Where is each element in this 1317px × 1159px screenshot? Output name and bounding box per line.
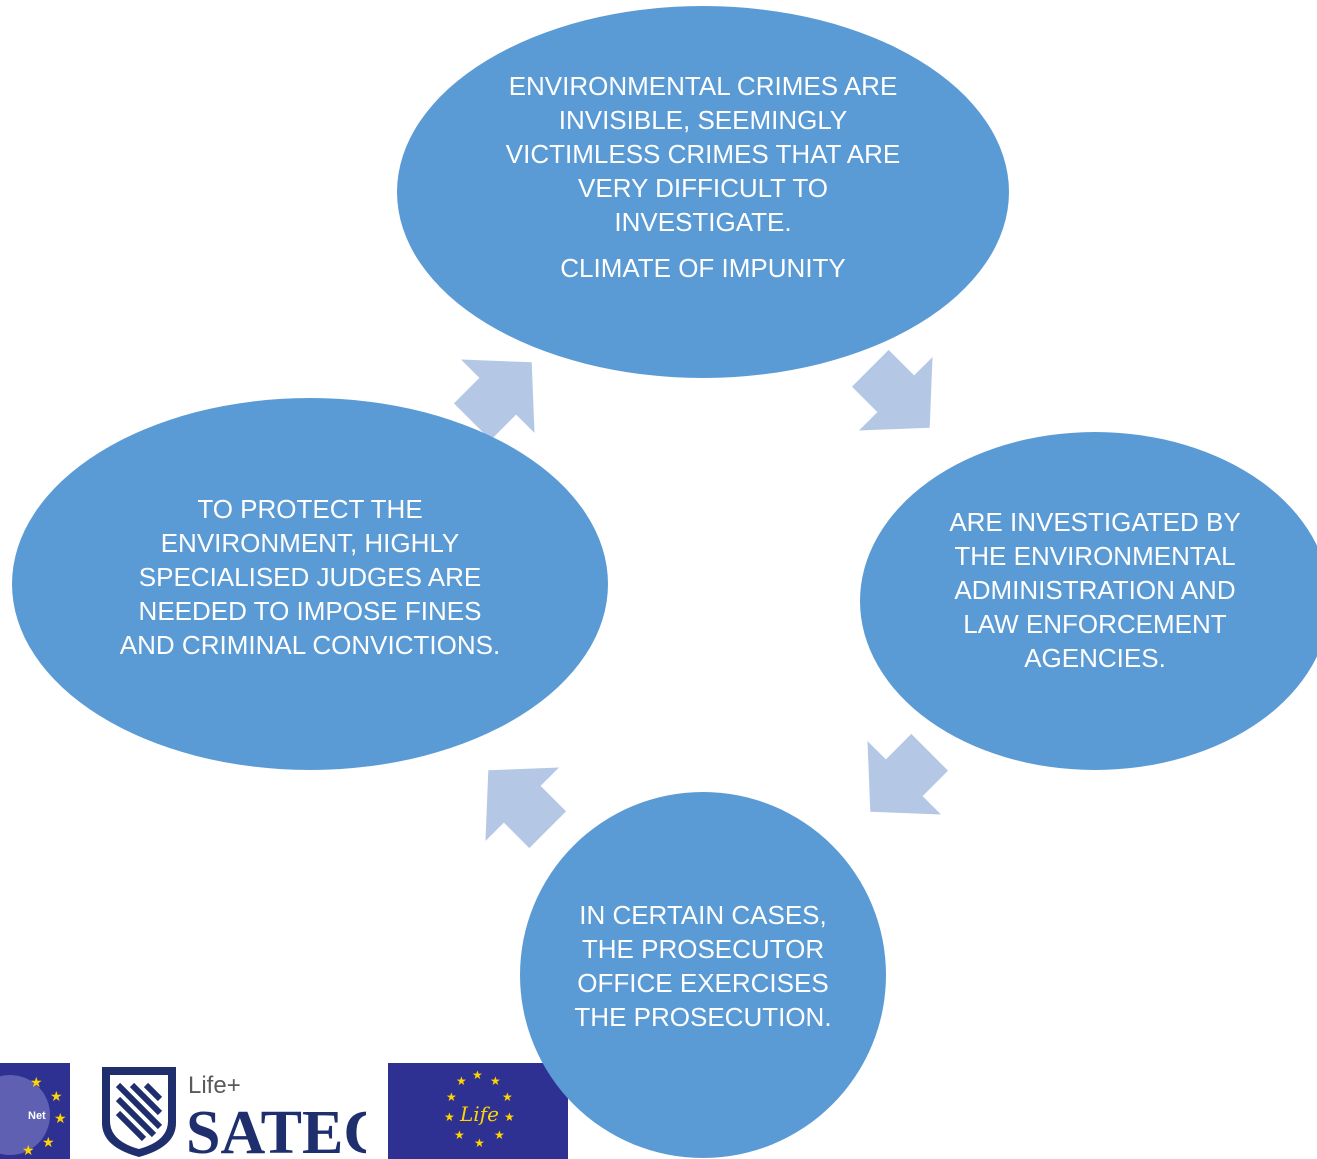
node-crimes-subtext: CLIMATE OF IMPUNITY <box>560 253 846 283</box>
svg-text:★: ★ <box>30 1075 43 1091</box>
cycle-node-investigation: ARE INVESTIGATED BY THE ENVIRONMENTAL AD… <box>860 432 1317 770</box>
svg-text:★: ★ <box>504 1110 515 1124</box>
cycle-node-crimes: ENVIRONMENTAL CRIMES ARE INVISIBLE, SEEM… <box>397 6 1009 378</box>
svg-text:★: ★ <box>446 1090 457 1104</box>
svg-text:★: ★ <box>494 1128 505 1142</box>
svg-text:★: ★ <box>42 1135 55 1151</box>
arrow-left-to-top <box>453 359 535 441</box>
svg-text:★: ★ <box>50 1089 63 1105</box>
svg-text:★: ★ <box>474 1136 485 1150</box>
satec-logo: Life+ SATEC <box>102 1067 366 1159</box>
partner-logo-partial: ★ ★ ★ ★ ★ Net <box>0 1063 70 1159</box>
svg-text:★: ★ <box>456 1074 467 1088</box>
arrow-right-to-bottom <box>867 733 949 815</box>
svg-text:★: ★ <box>502 1090 513 1104</box>
svg-text:★: ★ <box>22 1143 35 1159</box>
node-investigation-text: ARE INVESTIGATED BY THE ENVIRONMENTAL AD… <box>949 507 1241 673</box>
node-judges-text: TO PROTECT THE ENVIRONMENT, HIGHLY SPECI… <box>119 494 501 660</box>
node-prosecution-text: IN CERTAIN CASES, THE PROSECUTOR OFFICE … <box>574 900 832 1032</box>
node-crimes-text: ENVIRONMENTAL CRIMES ARE INVISIBLE, SEEM… <box>505 71 901 237</box>
svg-text:Life+: Life+ <box>188 1072 241 1099</box>
svg-text:★: ★ <box>444 1110 455 1124</box>
svg-text:★: ★ <box>454 1128 465 1142</box>
life-logo: ★ ★ ★ ★ ★ ★ ★ ★ ★ ★ Life <box>388 1063 568 1159</box>
svg-text:Life: Life <box>459 1102 499 1126</box>
svg-text:Net: Net <box>28 1110 46 1122</box>
cycle-node-judges: TO PROTECT THE ENVIRONMENT, HIGHLY SPECI… <box>12 398 608 770</box>
arrow-bottom-to-left <box>485 767 567 849</box>
svg-text:★: ★ <box>54 1111 67 1127</box>
svg-text:★: ★ <box>490 1074 501 1088</box>
arrow-top-to-right <box>851 349 933 431</box>
cycle-node-prosecution: IN CERTAIN CASES, THE PROSECUTOR OFFICE … <box>520 792 886 1158</box>
svg-text:SATEC: SATEC <box>186 1099 366 1159</box>
svg-text:★: ★ <box>472 1068 483 1082</box>
